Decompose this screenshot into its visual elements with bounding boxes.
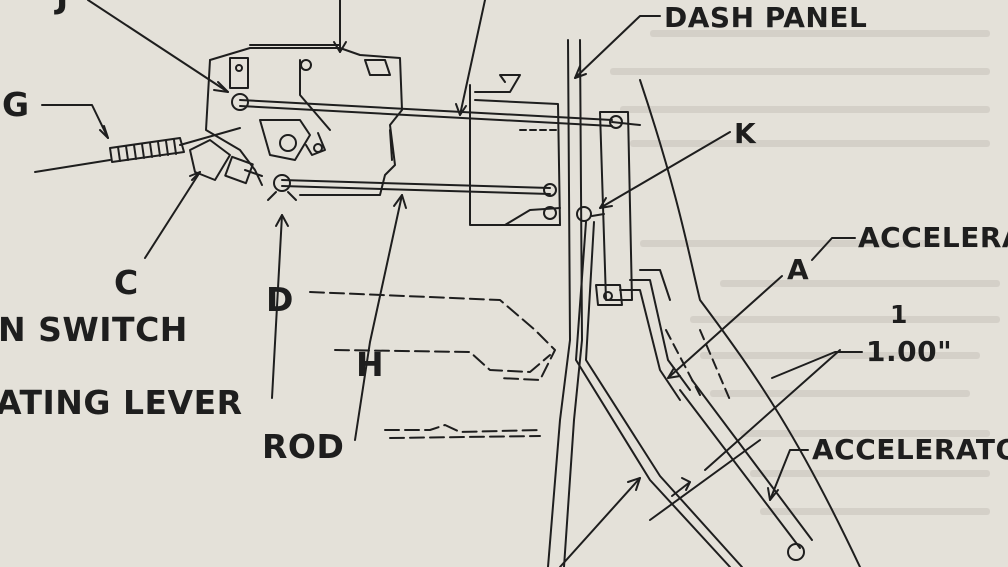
label-a: A <box>787 253 810 286</box>
pedal-link <box>575 221 743 567</box>
carburetor-body <box>205 44 403 196</box>
return-spring-g <box>34 127 241 173</box>
solenoid-switch-c <box>189 139 263 185</box>
label-lever: ATING LEVER <box>0 383 243 422</box>
accelerator-pedal-arm <box>665 329 813 561</box>
label-g: G <box>2 85 30 124</box>
label-k: K <box>734 117 757 150</box>
dash-panel-wall <box>547 39 861 567</box>
upper-rod <box>231 93 641 127</box>
label-c: C <box>114 263 139 302</box>
bleed-through-text <box>580 30 1008 550</box>
bellcrank-lever <box>576 111 633 306</box>
label-j: J <box>56 0 69 13</box>
alternate-position-lines <box>309 291 556 439</box>
label-rod: ROD <box>262 427 345 466</box>
rod-bracket <box>469 74 561 226</box>
label-accelerator-top: ACCELERA <box>858 221 1008 254</box>
label-switch: N SWITCH <box>0 310 188 349</box>
label-h: H <box>356 345 385 384</box>
leader-lines <box>41 0 863 567</box>
label-one: 1 <box>890 300 908 329</box>
dimension-lines <box>649 349 841 521</box>
label-d: D <box>266 280 294 319</box>
label-dash-panel: DASH PANEL <box>664 1 868 34</box>
label-dimension: 1.00" <box>866 335 953 368</box>
lower-rod-h <box>267 174 557 201</box>
label-accelerator-bottom: ACCELERATO <box>812 433 1008 466</box>
